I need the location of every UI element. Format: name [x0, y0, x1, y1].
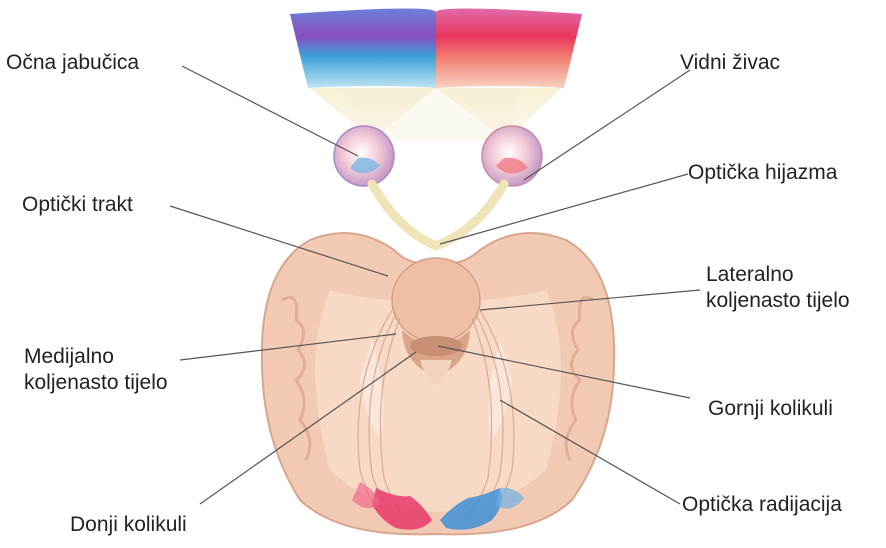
label-lateralno-koljenasto-tijelo: Lateralno koljenasto tijelo: [706, 262, 850, 314]
visual-field-right: [436, 8, 582, 88]
label-donji-kolikuli: Donji kolikuli: [70, 512, 187, 538]
label-ocna-jabucica: Očna jabučica: [6, 50, 139, 76]
label-opticki-trakt: Optički trakt: [22, 192, 133, 218]
label-gornji-kolikuli: Gornji kolikuli: [708, 396, 833, 422]
brain-section: [262, 233, 614, 534]
visual-field-left: [290, 8, 436, 88]
label-opticka-radijacija: Optička radijacija: [682, 492, 842, 518]
visual-field-band: [290, 8, 582, 88]
left-eyeball: [334, 126, 394, 186]
label-medijalno-koljenasto-tijelo: Medijalno koljenasto tijelo: [24, 344, 168, 396]
label-opticka-hijazma: Optička hijazma: [688, 160, 837, 186]
leader-opticka-hijazma: [440, 174, 688, 244]
label-vidni-zivac: Vidni živac: [680, 50, 780, 76]
optic-nerves: [372, 184, 504, 246]
right-eyeball: [482, 126, 542, 186]
